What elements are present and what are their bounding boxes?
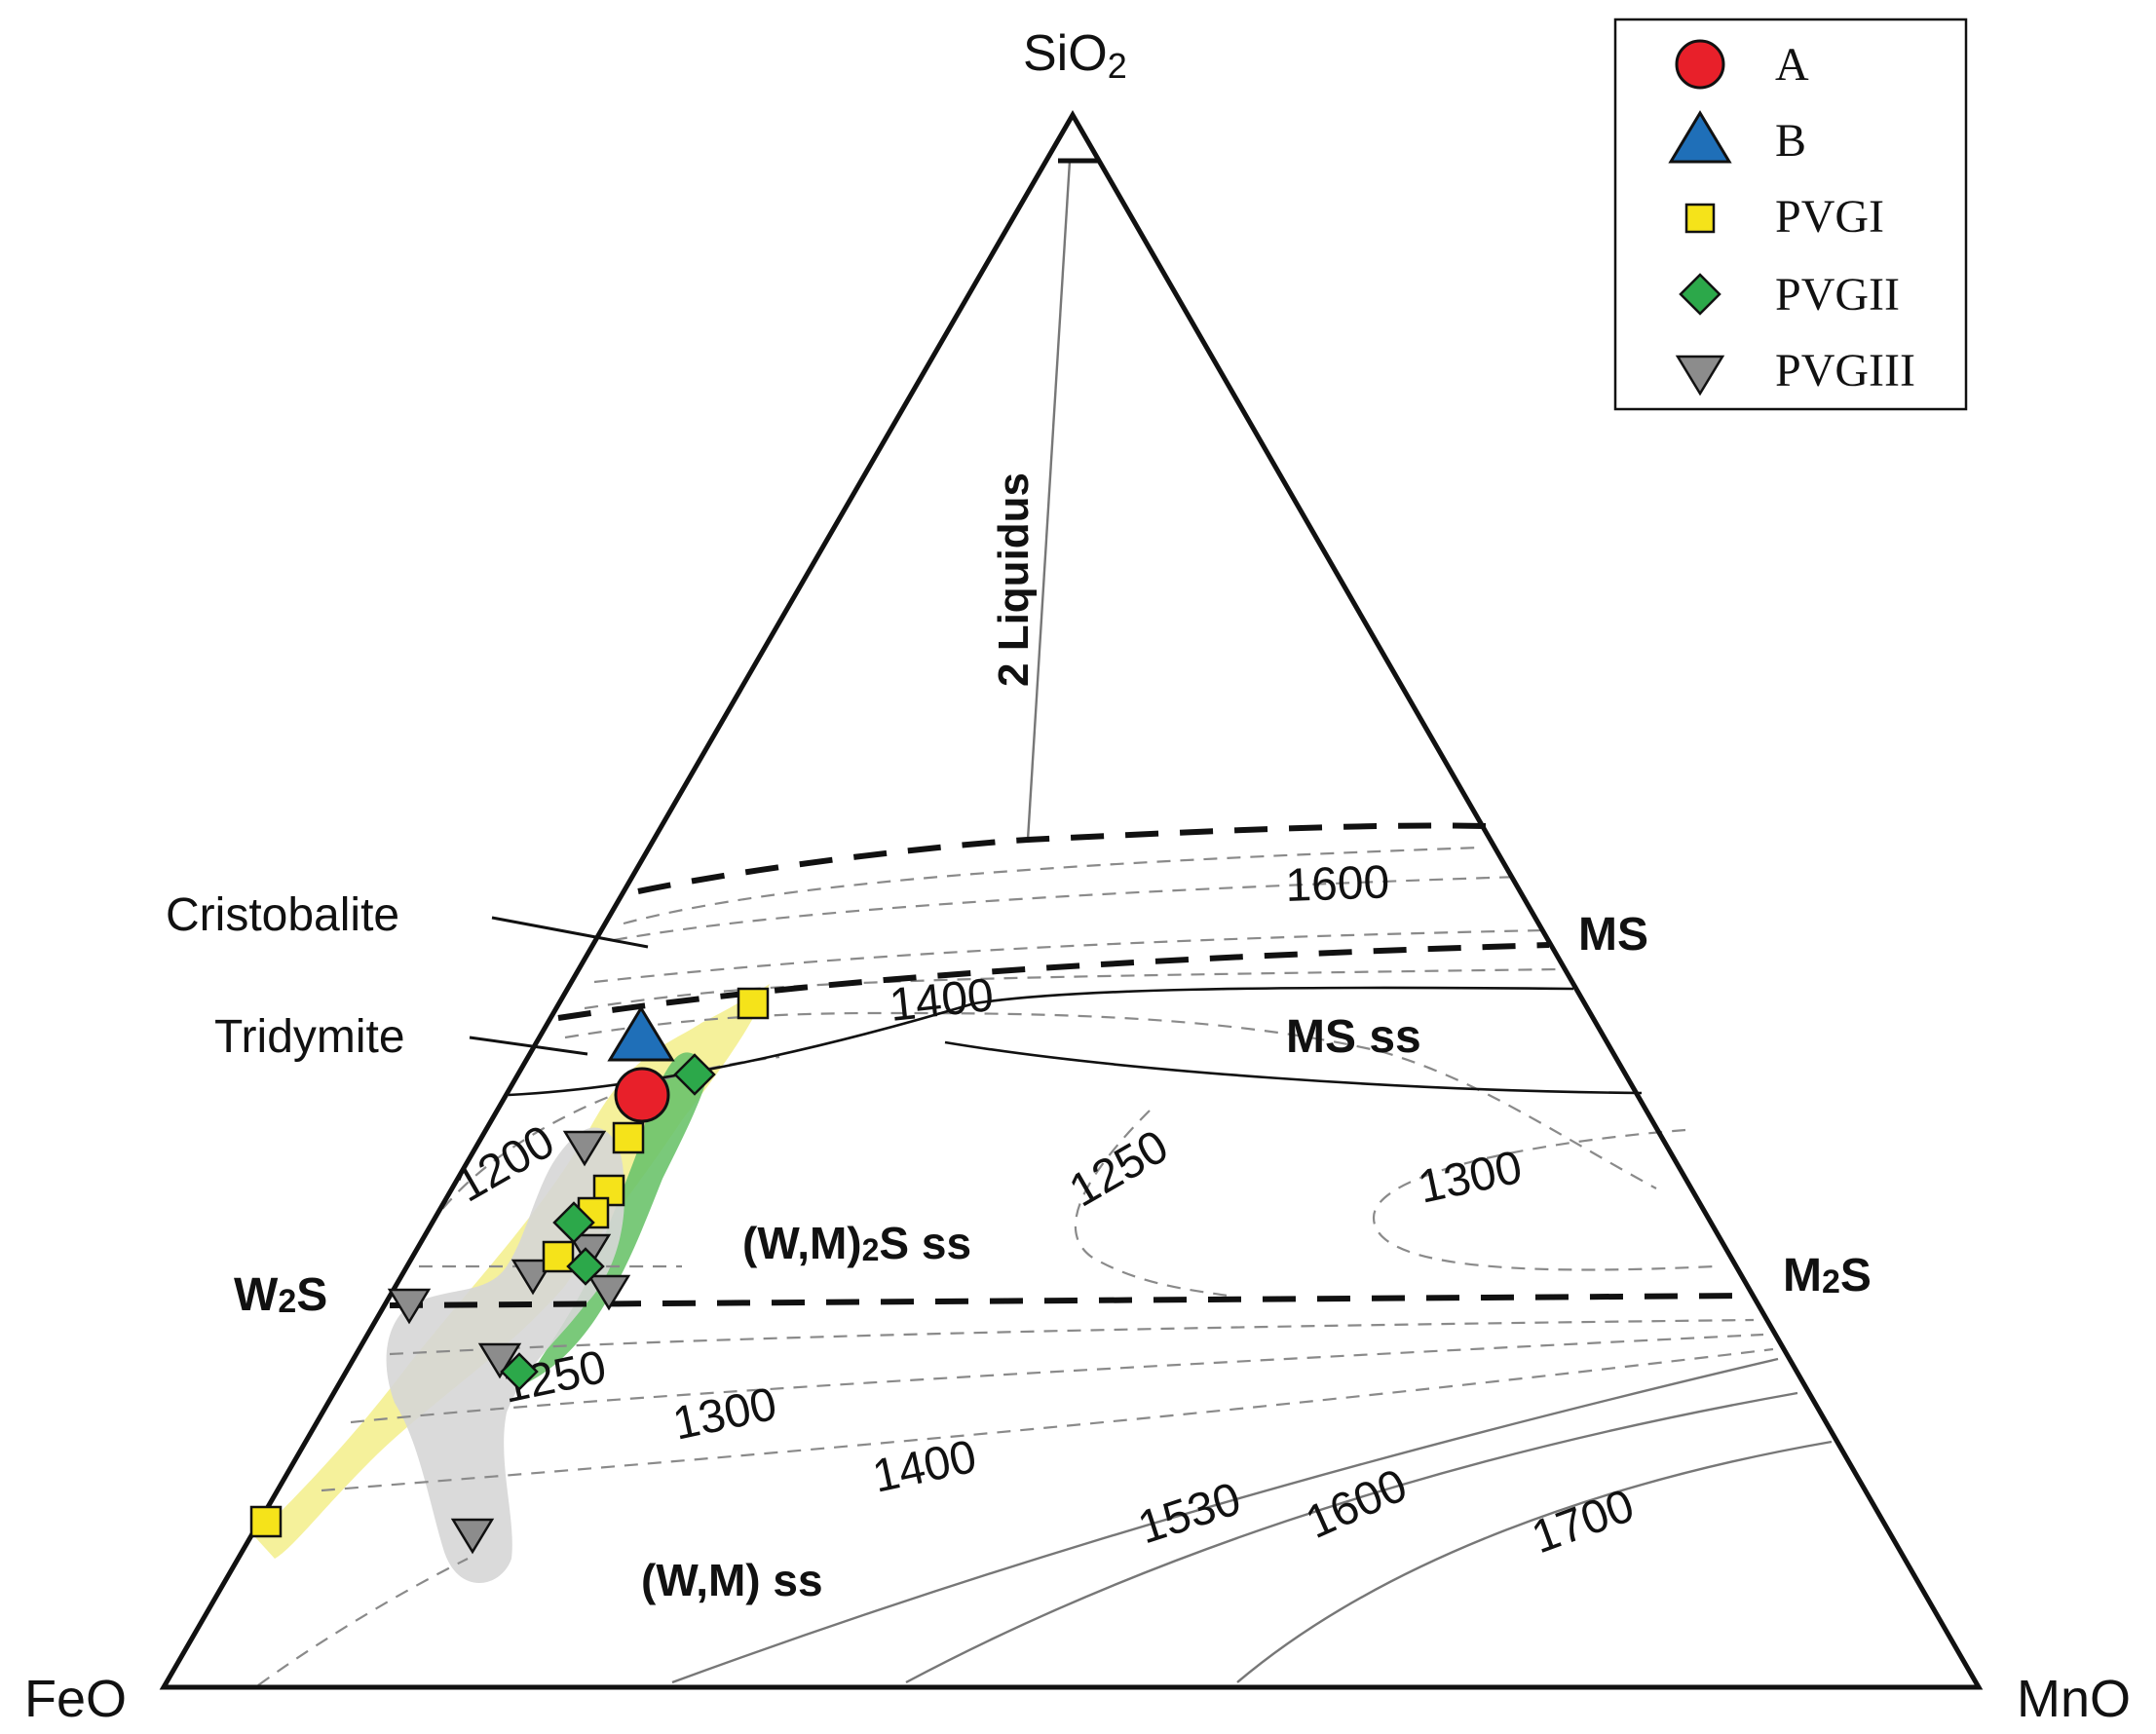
isotherm-1300-low — [350, 1333, 1764, 1424]
isotherm-1530 — [671, 1357, 1779, 1684]
w2s-label: W2S — [234, 1269, 327, 1321]
legend-pvgi-icon — [1684, 203, 1716, 234]
a-point — [614, 1067, 670, 1123]
isotherm-label-1600-top: 1600 — [1285, 856, 1391, 912]
isotherm-label-1600-low: 1600 — [1299, 1459, 1415, 1549]
legend: A B PVGI PVGII PVGIII — [1613, 18, 1968, 411]
isotherm-bottom-left — [257, 1558, 469, 1686]
vertex-feo-label: FeO — [24, 1670, 127, 1728]
tridymite-leader — [469, 1036, 588, 1056]
b-point — [607, 1005, 675, 1062]
legend-a-icon — [1675, 39, 1725, 90]
isotherm-1600-bottom — [905, 1391, 1798, 1684]
legend-box — [1613, 18, 1968, 411]
vertex-sio2-label: SiO2 — [1023, 25, 1127, 86]
isotherm-label-1530: 1530 — [1132, 1473, 1247, 1554]
isotherm-1250-mid — [1074, 1110, 1229, 1298]
pvgii-point — [673, 1053, 716, 1096]
liquidus-label: 2 Liquidus — [990, 472, 1038, 687]
wm-ss-label: (W,M) ss — [641, 1555, 823, 1605]
pvgiii-point — [477, 1342, 522, 1379]
isotherm-1600-lower — [613, 875, 1521, 942]
ternary-frame — [159, 109, 1984, 1690]
ms-ss-lower-boundary — [944, 1040, 1643, 1095]
legend-pvgii-icon — [1679, 273, 1721, 316]
pvgii-markers — [500, 1053, 716, 1391]
vertex-mno-label: MnO — [2017, 1670, 2131, 1728]
pvgi-point — [612, 1121, 645, 1154]
pvgiii-point — [586, 1274, 631, 1311]
pvgiii-point — [562, 1130, 607, 1167]
dashed-joins — [389, 822, 1755, 1308]
liquidus-dashed — [637, 822, 1487, 894]
pvgii-point — [500, 1352, 539, 1391]
tridymite-label: Tridymite — [214, 1011, 405, 1063]
isotherm-label-1300-low: 1300 — [668, 1378, 780, 1451]
legend-pvgi-label: PVGI — [1775, 191, 1884, 243]
isotherm-1400-low — [321, 1347, 1774, 1492]
isotherm-label-1250-mid: 1250 — [1061, 1120, 1177, 1217]
isotherm-label-1700: 1700 — [1526, 1480, 1641, 1564]
legend-b-icon — [1668, 110, 1732, 164]
pvgi-point — [542, 1240, 575, 1273]
ms-join-dashed — [557, 942, 1550, 1021]
legend-pvgiii-icon — [1675, 355, 1725, 396]
ms-ss-label: MS ss — [1286, 1011, 1421, 1063]
solid-isotherms — [671, 160, 1833, 1684]
cristobalite-leader — [491, 916, 649, 949]
cristobalite-label: Cristobalite — [166, 889, 399, 941]
isotherm-1700 — [1236, 1440, 1833, 1683]
isotherm-cristobalite-line — [593, 928, 1545, 984]
pvgii-point — [552, 1201, 595, 1244]
w2s-m2s-join — [389, 1293, 1755, 1308]
liquidus-line — [1026, 160, 1072, 841]
isotherm-label-1400-top: 1400 — [888, 969, 997, 1032]
wm2s-ss-label: (W,M)2S ss — [742, 1218, 971, 1268]
isotherm-label-1400-low: 1400 — [868, 1431, 980, 1503]
isotherm-label-1300-mid: 1300 — [1414, 1142, 1526, 1214]
pvgiii-point — [450, 1518, 495, 1555]
legend-b-label: B — [1775, 115, 1806, 167]
pvgiii-point — [387, 1288, 432, 1325]
legend-pvgii-label: PVGII — [1775, 269, 1900, 320]
pvgi-point — [737, 987, 770, 1020]
legend-a-label: A — [1775, 39, 1809, 91]
ms-label: MS — [1578, 909, 1648, 961]
isotherm-1600-upper — [623, 846, 1482, 925]
m2s-label: M2S — [1783, 1250, 1872, 1301]
legend-pvgiii-label: PVGIII — [1775, 345, 1915, 396]
pvgii-point — [566, 1247, 605, 1286]
pvgi-point — [249, 1505, 283, 1538]
isotherm-1300-mid — [1372, 1128, 1716, 1271]
